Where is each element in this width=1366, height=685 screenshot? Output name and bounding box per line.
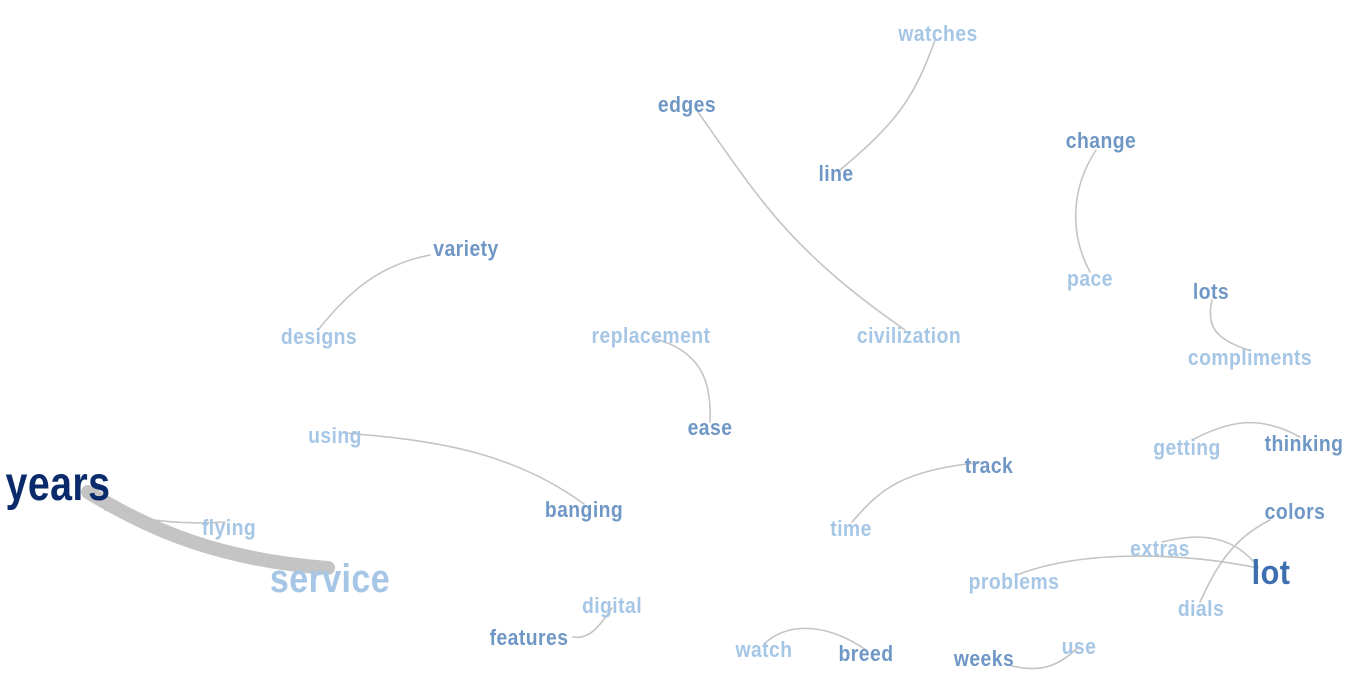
word-extras: extras xyxy=(1130,536,1190,561)
word-digital: digital xyxy=(581,593,643,618)
link-track-time xyxy=(851,461,986,523)
word-watch: watch xyxy=(735,637,793,662)
word-dials: dials xyxy=(1177,596,1225,621)
word-getting: getting xyxy=(1153,435,1221,460)
word-thinking: thinking xyxy=(1264,431,1344,456)
word-weeks: weeks xyxy=(953,646,1015,671)
word-problems: problems xyxy=(968,569,1060,594)
word-line: line xyxy=(818,161,854,186)
word-lot: lot xyxy=(1251,554,1291,592)
link-variety-designs xyxy=(317,254,431,331)
word-ease: ease xyxy=(687,415,733,440)
link-replacement-ease xyxy=(651,337,711,423)
word-watches: watches xyxy=(898,21,978,46)
word-compliments: compliments xyxy=(1187,345,1313,370)
word-edges: edges xyxy=(657,92,717,117)
word-breed: breed xyxy=(838,641,894,666)
word-lots: lots xyxy=(1192,279,1230,304)
word-flying: flying xyxy=(201,515,257,540)
link-change-pace xyxy=(1074,149,1097,273)
word-replacement: replacement xyxy=(591,323,711,348)
word-features: features xyxy=(489,625,569,650)
word-pace: pace xyxy=(1067,266,1113,291)
link-colors-dials xyxy=(1199,519,1271,603)
link-years-flying xyxy=(104,509,226,524)
link-watches-line xyxy=(839,39,936,171)
link-lot-problems xyxy=(1016,555,1259,576)
word-using: using xyxy=(308,423,362,448)
link-layer xyxy=(81,39,1301,670)
link-edges-civilization xyxy=(697,111,906,331)
link-digital-features xyxy=(572,607,613,639)
word-change: change xyxy=(1065,128,1137,153)
link-lot-extras xyxy=(1161,536,1259,568)
word-track: track xyxy=(964,453,1014,478)
word-civilization: civilization xyxy=(856,323,962,348)
word-colors: colors xyxy=(1264,499,1326,524)
link-getting-thinking xyxy=(1191,421,1301,441)
link-weeks-use xyxy=(1004,647,1078,670)
word-designs: designs xyxy=(280,324,358,349)
word-use: use xyxy=(1061,634,1097,659)
word-service: service xyxy=(269,557,391,601)
word-time: time xyxy=(830,516,872,541)
word-years: years xyxy=(5,458,111,511)
word-banging: banging xyxy=(544,497,624,522)
word-variety: variety xyxy=(433,236,499,261)
link-using-banging xyxy=(344,432,585,505)
link-lots-compliments xyxy=(1209,299,1249,351)
link-years-service xyxy=(81,485,335,575)
link-watch-breed xyxy=(763,627,867,651)
